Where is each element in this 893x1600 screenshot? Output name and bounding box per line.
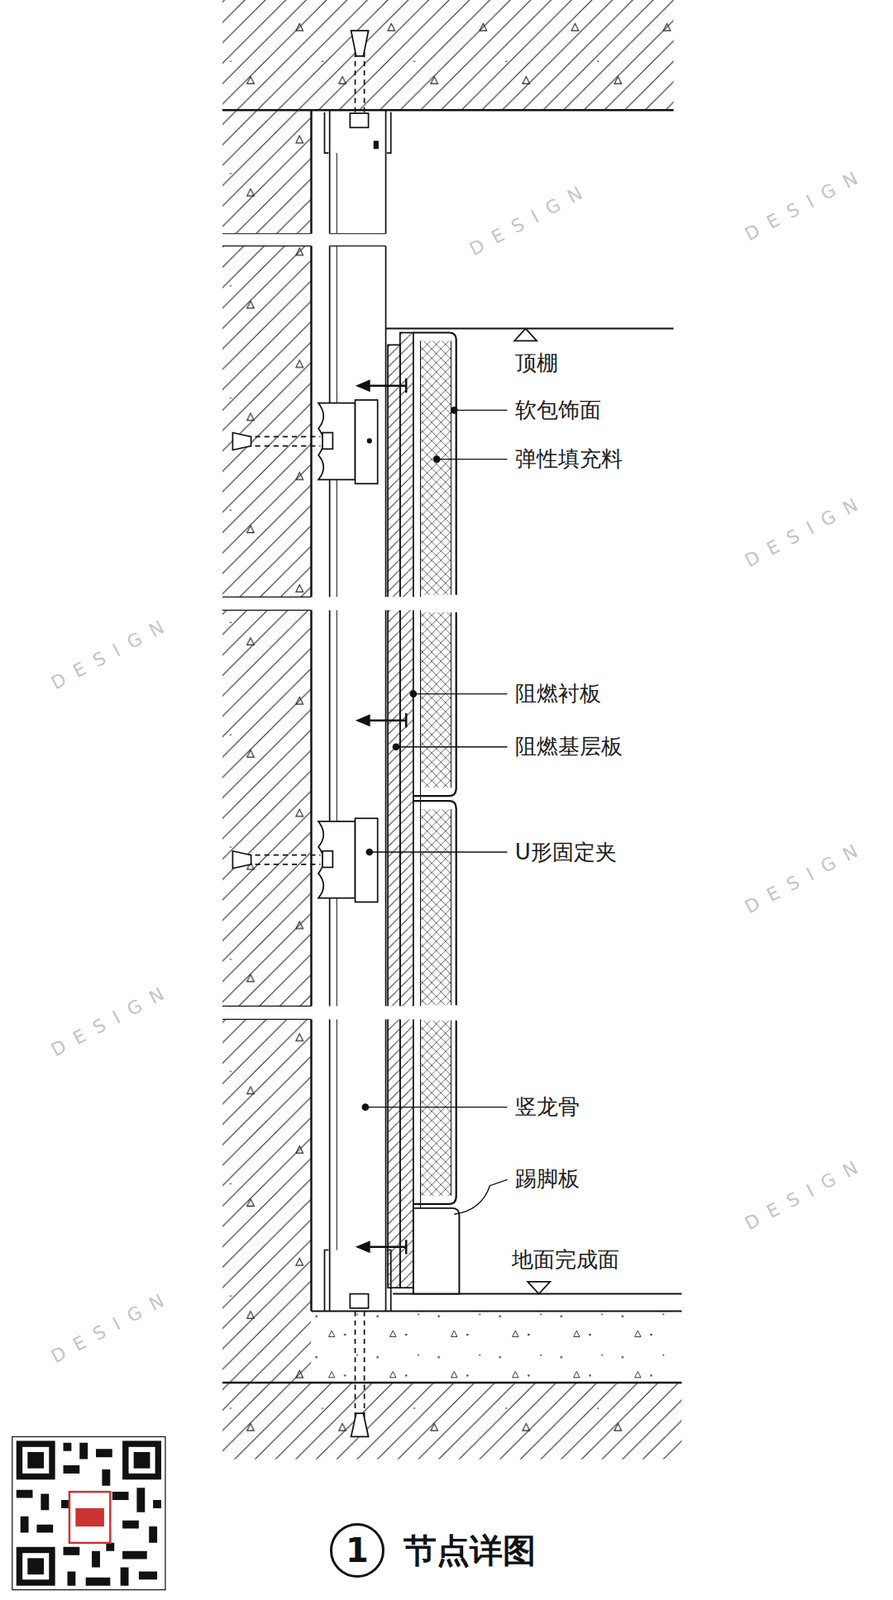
part-label: 竖龙骨 bbox=[513, 1095, 582, 1119]
watermark: DESIGN bbox=[47, 980, 177, 1061]
watermark: DESIGN bbox=[742, 164, 871, 244]
part-label: U形固定夹 bbox=[513, 840, 619, 865]
part-label: 弹性填充料 bbox=[513, 447, 625, 471]
part-label: 地面完成面 bbox=[510, 1248, 621, 1272]
part-label: 踢脚板 bbox=[513, 1167, 582, 1191]
watermark: DESIGN bbox=[742, 491, 871, 571]
watermark: DESIGN bbox=[742, 1154, 871, 1234]
part-label: 阻燃衬板 bbox=[513, 682, 603, 706]
watermark: DESIGN bbox=[742, 837, 871, 917]
part-label: 顶棚 bbox=[513, 351, 560, 375]
watermark: DESIGN bbox=[466, 179, 595, 259]
part-label: 阻燃基层板 bbox=[513, 735, 625, 759]
watermark: DESIGN bbox=[47, 613, 177, 693]
part-label: 软包饰面 bbox=[513, 398, 603, 422]
caption: 节点详图 bbox=[403, 1534, 536, 1568]
watermark: DESIGN bbox=[47, 1286, 177, 1366]
callout-circle: 1 bbox=[329, 1523, 385, 1579]
callout-number: 1 bbox=[345, 1534, 369, 1568]
